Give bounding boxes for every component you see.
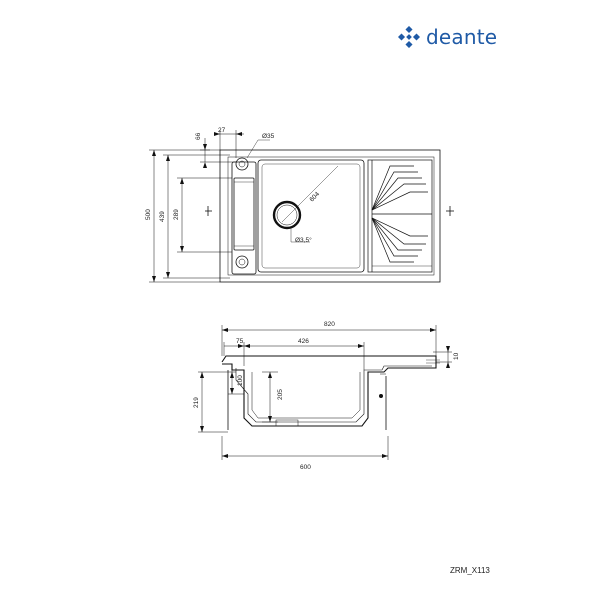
dim-o35-deg: Ø3,5° [295,236,312,244]
dim-75: 75 [236,338,244,345]
tap-hole [235,157,249,171]
brand-logo: deante [398,22,497,52]
drainer-grooves [367,159,433,273]
dim-289: 289 [173,209,180,220]
dim-604: 604 [308,191,321,204]
top-view-dimension-lines [149,130,244,283]
dim-205: 205 [277,389,284,400]
dim-10: 10 [453,352,460,360]
dim-o35: Ø35 [262,133,275,140]
brand-name: deante [426,25,498,49]
dim-219: 219 [193,397,200,408]
main-bowl [257,159,365,273]
dim-100: 100 [237,375,244,386]
deante-logo-icon [398,26,420,48]
dim-439: 439 [159,211,166,222]
overflow-hole [235,255,249,269]
drain-fitting [275,419,299,427]
model-code: ZRM_X113 [450,566,490,575]
side-view-dimension-lines [198,325,452,460]
sink-side-view [221,355,440,430]
sink-top-view [205,139,454,283]
dim-66: 66 [195,132,202,140]
accessory-tray [233,177,255,251]
dim-500: 500 [145,209,152,220]
dim-600: 600 [300,464,311,471]
dim-426: 426 [298,338,309,345]
dim-820: 820 [324,321,335,328]
dim-27: 27 [218,127,226,134]
sink-outline [219,149,441,283]
drain-hole [272,200,302,230]
